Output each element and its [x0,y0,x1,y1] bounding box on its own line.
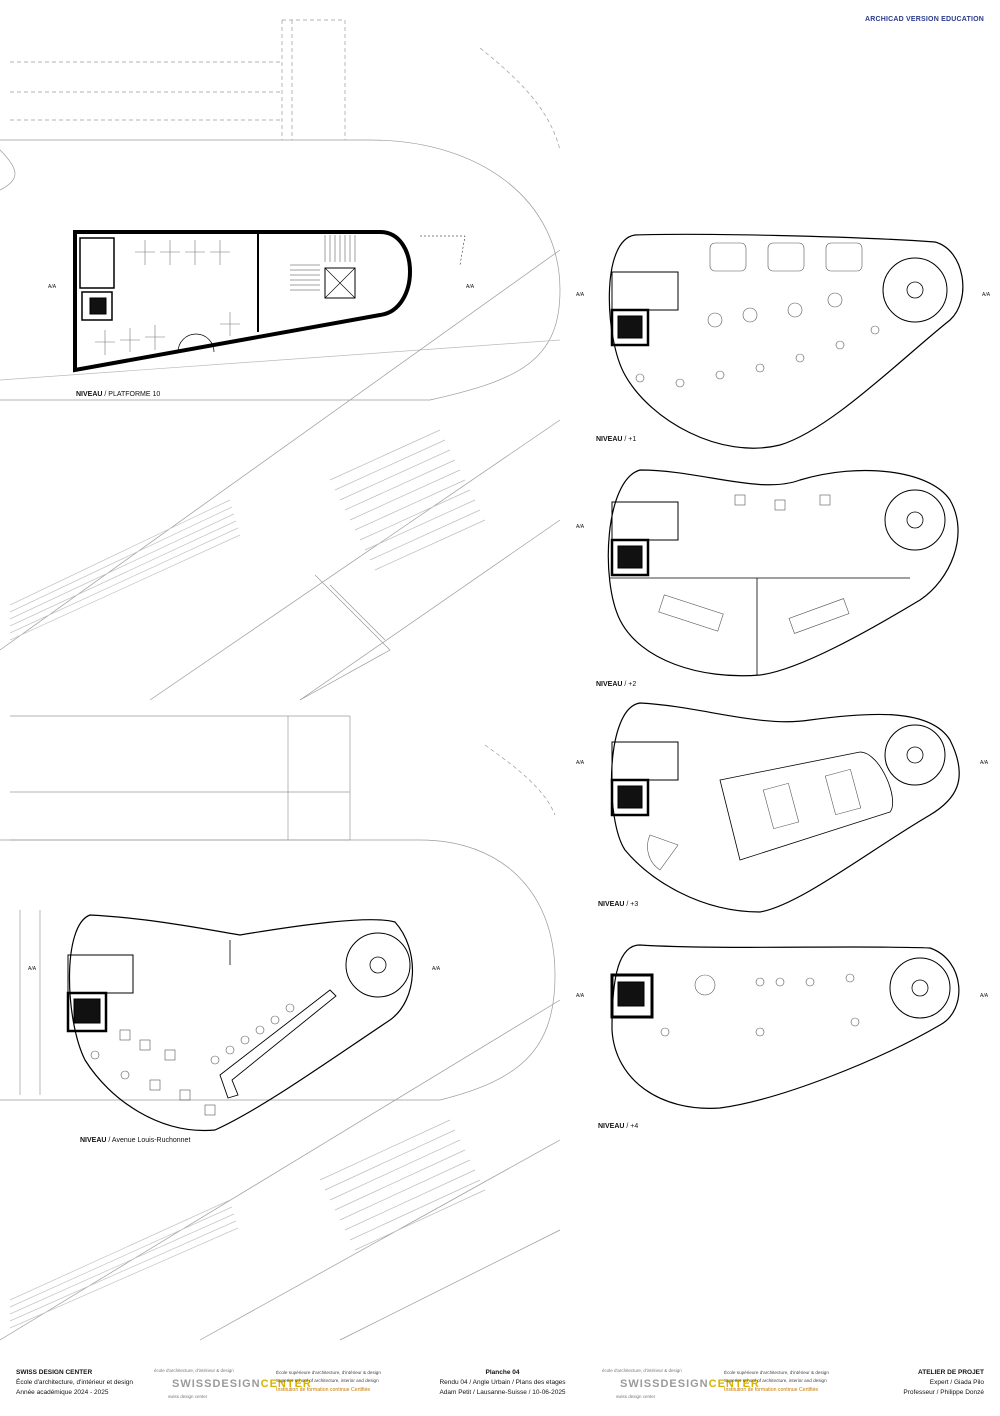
spiral-stair-3 [884,724,946,786]
section-marker: A/A [576,760,585,766]
section-marker: A/A [466,284,475,290]
platforme-fixtures [95,240,240,355]
section-marker: A/A [982,292,991,298]
plan-level-1 [608,233,964,449]
level3-outline [610,702,960,913]
level4-outline [611,944,960,1109]
atelier-info: ATELIER DE PROJET Expert / Giada Pilo Pr… [903,1369,984,1396]
context-diagonals-1 [0,249,561,701]
school-info: SWISS DESIGN CENTER École d'architecture… [16,1369,134,1396]
section-marker: A/A [576,292,585,298]
crosswalk-1 [329,429,486,571]
spiral-stair-4 [889,957,951,1019]
elevator-platforme [81,291,113,321]
plan-label-level-4: NIVEAU / +4 [598,1123,639,1130]
context-rails-top [10,19,561,151]
plan-label-platforme: NIVEAU / PLATFORME 10 [76,391,161,398]
sheet-info: Planche 04 Rendu 04 / Angle Urbain / Pla… [439,1369,566,1396]
section-marker: A/A [48,284,57,290]
plan-label-level-2: NIVEAU / +2 [596,681,637,688]
plan-level-4 [610,944,960,1109]
plan-label-ground: NIVEAU / Avenue Louis-Ruchonnet [80,1137,191,1144]
plan-label-level-1: NIVEAU / +1 [596,436,637,443]
stair-lines-2 [9,1199,239,1329]
school-logo: école d'architecture, d'intérieur & desi… [154,1368,381,1399]
context-rails-bottom [10,715,556,841]
platforme-outer-wall [73,230,412,373]
plan-label-level-3: NIVEAU / +3 [598,901,639,908]
crosswalk-2 [319,1119,486,1251]
level2-outline [607,469,959,677]
level1-outline [608,233,964,449]
stair-lines-1 [9,499,241,641]
section-marker: A/A [432,966,441,972]
school-logo: école d'architecture, d'intérieur & desi… [602,1368,829,1399]
plan-platforme-10 [73,230,466,373]
plan-level-2 [607,469,959,677]
context-diagonals-2 [0,999,561,1341]
section-marker: A/A [980,993,989,999]
context-road-bottom [0,839,556,1101]
section-marker: A/A [980,760,989,766]
software-watermark: ARCHICAD VERSION EDUCATION [864,16,984,23]
plan-level-3 [610,702,960,913]
plan-avenue-ruchonnet [66,914,413,1132]
section-marker: A/A [28,966,37,972]
title-block: SWISS DESIGN CENTER École d'architecture… [0,1360,1000,1416]
ground-outline [68,914,413,1132]
spiral-stair-ground [345,932,411,998]
bar-counter [219,989,337,1099]
spiral-stair-2 [884,489,946,551]
section-marker: A/A [576,524,585,530]
section-marker: A/A [576,993,585,999]
context-road-top [0,139,561,401]
stair-core-platforme [324,267,356,299]
spiral-stair-1 [882,257,948,323]
